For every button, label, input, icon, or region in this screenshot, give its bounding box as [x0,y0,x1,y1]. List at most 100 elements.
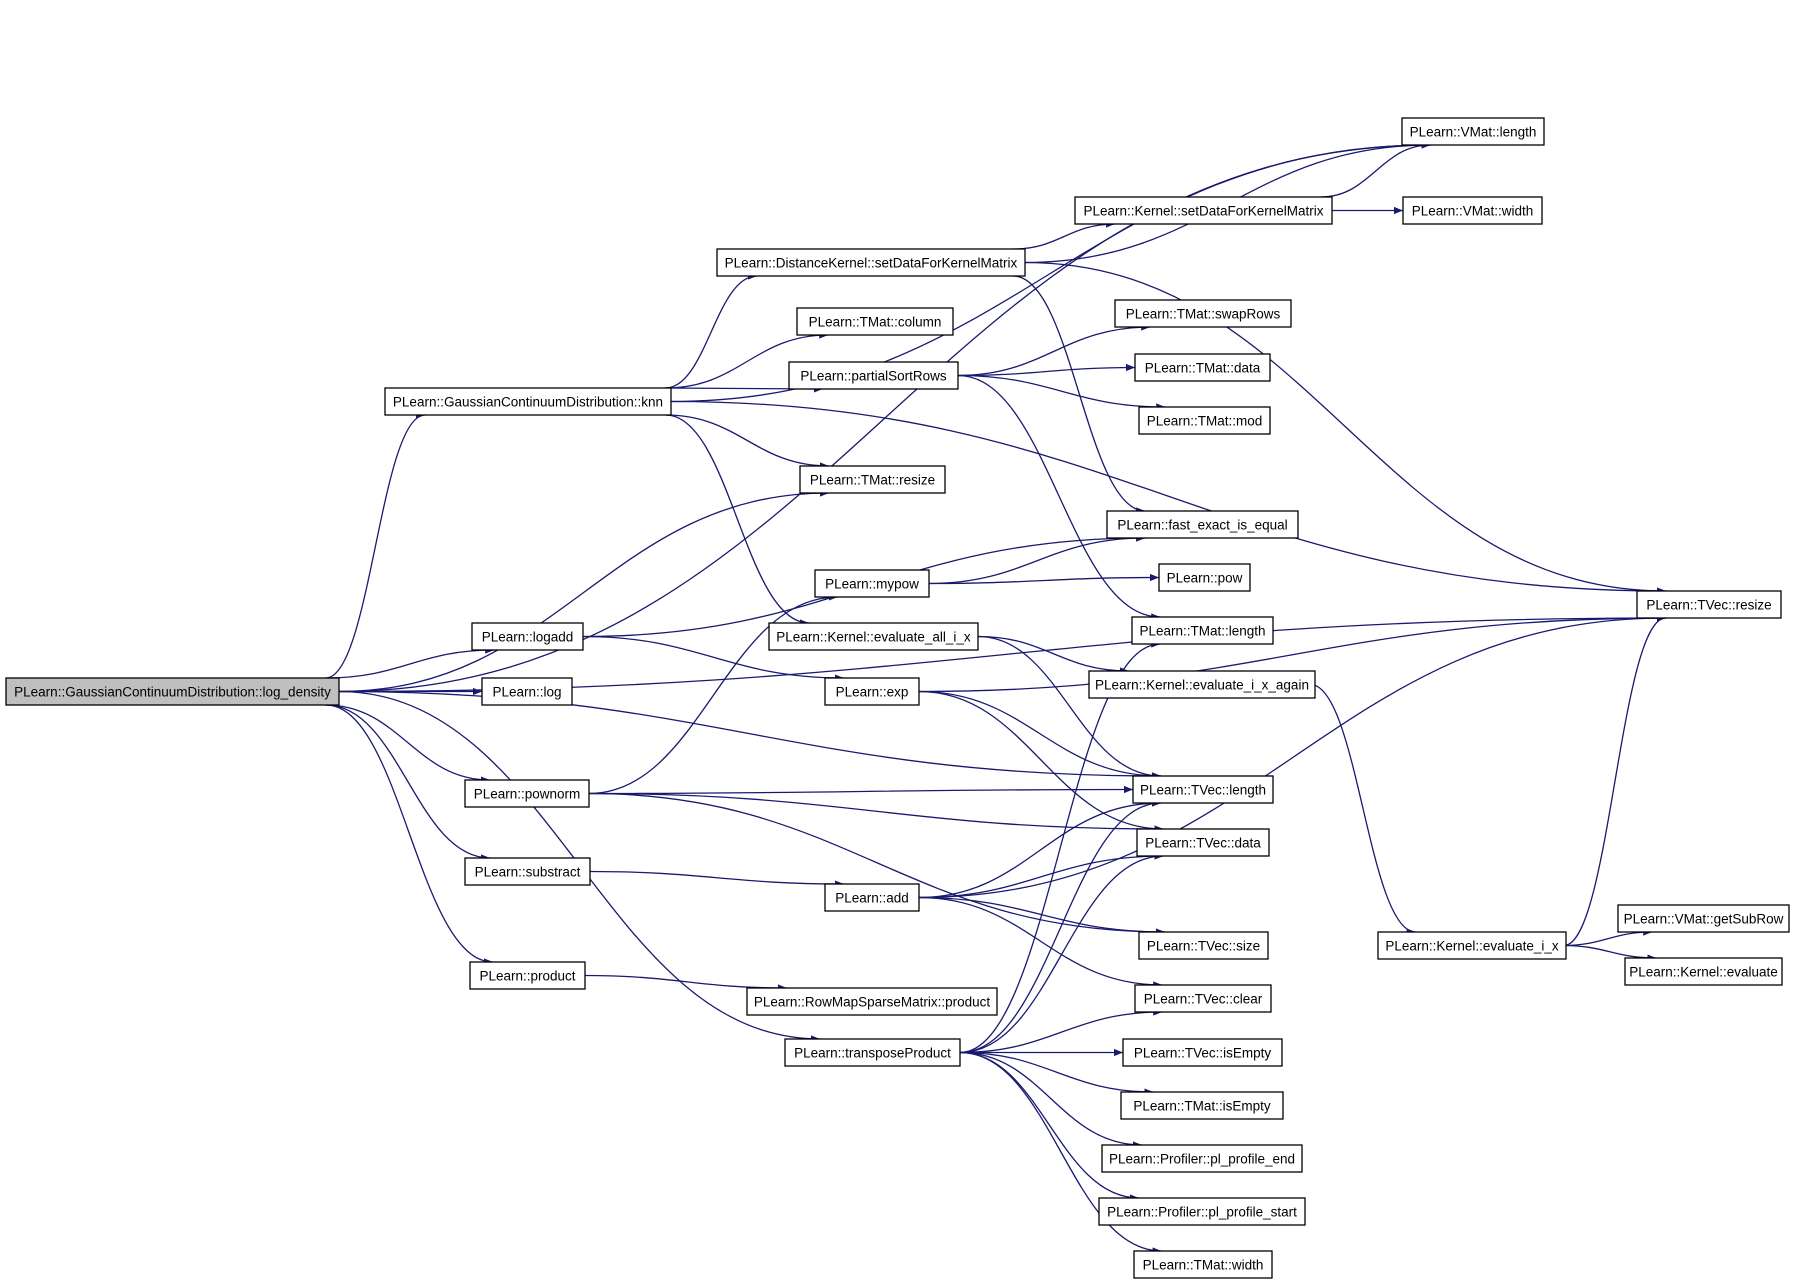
node-eval-again[interactable]: PLearn::Kernel::evaluate_i_x_again [1088,670,1316,699]
edge-knn-to-dk-setdata [665,272,758,389]
node-log[interactable]: PLearn::log [481,677,573,706]
node-box [746,987,998,1016]
edge-exp-to-tvec-length [918,690,1162,780]
node-box [1402,196,1543,225]
node-box [1636,590,1782,619]
edge-transposeproduct-to-tvec-length [959,799,1162,1054]
node-label: PLearn::TMat::isEmpty [1133,1099,1271,1114]
node-tvec-data[interactable]: PLearn::TVec::data [1136,828,1270,857]
node-pownorm[interactable]: PLearn::pownorm [464,779,590,808]
node-box [1401,117,1545,146]
node-tmat-swaprows[interactable]: PLearn::TMat::swapRows [1114,299,1292,328]
node-box [824,883,920,912]
edge-transposeproduct-to-tmat-length [959,640,1161,1054]
node-box [1101,1144,1303,1173]
node-knn[interactable]: PLearn::GaussianContinuumDistribution::k… [384,387,672,416]
node-tvec-resize[interactable]: PLearn::TVec::resize [1636,590,1782,619]
node-vmat-width[interactable]: PLearn::VMat::width [1402,196,1543,225]
edge-add-to-tvec-length [918,799,1162,899]
node-eval-all[interactable]: PLearn::Kernel::evaluate_all_i_x [768,622,979,651]
edge-log-density-to-tvec-resize [338,614,1666,693]
edge-eval-i-x-to-k-evaluate [1563,944,1657,962]
node-box [1074,196,1333,225]
node-label: PLearn::GaussianContinuumDistribution::l… [14,685,331,700]
node-box [1114,299,1292,328]
node-logadd[interactable]: PLearn::logadd [471,622,584,651]
node-log-density[interactable]: PLearn::GaussianContinuumDistribution::l… [5,677,340,706]
node-box [1122,1038,1283,1067]
edge-substract-to-add [589,870,844,888]
node-substract[interactable]: PLearn::substract [464,857,591,886]
node-tmat-resize[interactable]: PLearn::TMat::resize [799,465,946,494]
node-label: PLearn::TVec::resize [1646,598,1771,613]
node-tmat-data[interactable]: PLearn::TMat::data [1134,353,1271,382]
node-partialsortrows[interactable]: PLearn::partialSortRows [788,361,959,390]
node-box [1617,904,1790,933]
node-box [481,677,573,706]
node-mypow[interactable]: PLearn::mypow [814,569,930,598]
edge-log-density-to-logadd [325,646,495,679]
edge-eval-all-to-eval-again [977,635,1130,675]
node-label: PLearn::TMat::length [1139,624,1265,639]
edge-mypow-to-fast-eq [928,534,1146,585]
edge-pownorm-to-mypow [588,593,838,795]
node-box [469,961,586,990]
node-box [384,387,672,416]
node-box [784,1038,961,1067]
edge-pownorm-to-tvec-length [588,785,1134,795]
edge-log-density-to-pownorm [325,704,490,784]
node-tvec-clear[interactable]: PLearn::TVec::clear [1134,984,1272,1013]
node-label: PLearn::RowMapSparseMatrix::product [754,995,991,1010]
node-rowmap-product[interactable]: PLearn::RowMapSparseMatrix::product [746,987,998,1016]
node-eval-i-x[interactable]: PLearn::Kernel::evaluate_i_x [1377,931,1567,960]
node-box [5,677,340,706]
node-box [1120,1091,1284,1120]
node-fast-eq[interactable]: PLearn::fast_exact_is_equal [1106,510,1299,539]
node-tvec-isempty[interactable]: PLearn::TVec::isEmpty [1122,1038,1283,1067]
edge-transposeproduct-to-tvec-data [959,852,1164,1054]
node-vmat-length[interactable]: PLearn::VMat::length [1401,117,1545,146]
node-vmat-getsubrow[interactable]: PLearn::VMat::getSubRow [1617,904,1790,933]
node-tmat-width[interactable]: PLearn::TMat::width [1133,1250,1273,1279]
node-label: PLearn::TVec::data [1145,836,1261,851]
node-transposeproduct[interactable]: PLearn::transposeProduct [784,1038,961,1067]
node-label: PLearn::product [479,969,575,984]
node-tmat-mod[interactable]: PLearn::TMat::mod [1138,406,1271,435]
edge-mypow-to-pow [928,573,1160,585]
edge-transposeproduct-to-tmat-width [959,1051,1162,1255]
edge-log-density-to-product [325,704,494,966]
node-tmat-isempty[interactable]: PLearn::TMat::isEmpty [1120,1091,1284,1120]
node-prof-start[interactable]: PLearn::Profiler::pl_profile_start [1098,1197,1306,1226]
node-box [796,307,954,336]
node-box [716,248,1026,277]
edge-eval-again-to-eval-i-x [1310,683,1416,936]
node-k-evaluate[interactable]: PLearn::Kernel::evaluate [1624,957,1783,986]
node-tvec-length[interactable]: PLearn::TVec::length [1132,775,1274,804]
node-label: PLearn::exp [836,685,909,700]
node-box [1377,931,1567,960]
node-k-setdata[interactable]: PLearn::Kernel::setDataForKernelMatrix [1074,196,1333,225]
edge-transposeproduct-to-tvec-clear [959,1008,1163,1054]
node-label: PLearn::TVec::clear [1144,992,1263,1007]
node-prof-end[interactable]: PLearn::Profiler::pl_profile_end [1101,1144,1303,1173]
edge-partialsortrows-to-tmat-mod [957,374,1166,411]
node-add[interactable]: PLearn::add [824,883,920,912]
node-exp[interactable]: PLearn::exp [824,677,920,706]
node-label: PLearn::TVec::length [1140,783,1266,798]
node-product[interactable]: PLearn::product [469,961,586,990]
node-tvec-size[interactable]: PLearn::TVec::size [1138,931,1269,960]
node-label: PLearn::transposeProduct [794,1046,951,1061]
node-label: PLearn::DistanceKernel::setDataForKernel… [725,256,1018,271]
node-label: PLearn::VMat::width [1412,204,1534,219]
node-pow[interactable]: PLearn::pow [1158,563,1251,592]
node-dk-setdata[interactable]: PLearn::DistanceKernel::setDataForKernel… [716,248,1026,277]
edge-dk-setdata-to-k-setdata [1013,220,1116,250]
node-label: PLearn::TVec::size [1147,939,1260,954]
node-box [464,857,591,886]
node-label: PLearn::TVec::isEmpty [1134,1046,1272,1061]
node-tmat-length[interactable]: PLearn::TMat::length [1131,616,1274,645]
node-box [1134,353,1271,382]
node-label: PLearn::TMat::data [1145,361,1261,376]
node-tmat-column[interactable]: PLearn::TMat::column [796,307,954,336]
